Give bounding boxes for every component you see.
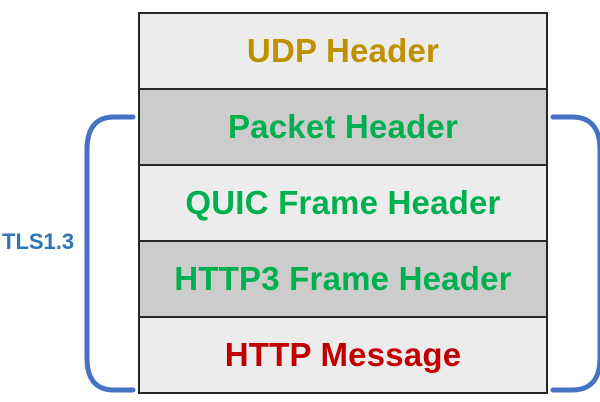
- left-bracket: [84, 114, 136, 393]
- layer-label: QUIC Frame Header: [185, 184, 501, 221]
- layer-http3-frame-header: HTTP3 Frame Header: [140, 242, 546, 318]
- tls-label: TLS1.3: [2, 229, 75, 254]
- layer-quic-frame-header: QUIC Frame Header: [140, 166, 546, 242]
- layer-packet-header: Packet Header: [140, 90, 546, 166]
- protocol-stack: UDP Header Packet Header QUIC Frame Head…: [138, 12, 548, 394]
- layer-label: HTTP3 Frame Header: [174, 260, 512, 297]
- right-bracket: [550, 114, 600, 393]
- layer-label: UDP Header: [246, 32, 440, 69]
- layer-label: HTTP Message: [224, 336, 462, 373]
- layer-udp-header: UDP Header: [140, 14, 546, 90]
- layer-http-message: HTTP Message: [140, 318, 546, 392]
- layer-label: Packet Header: [227, 108, 459, 145]
